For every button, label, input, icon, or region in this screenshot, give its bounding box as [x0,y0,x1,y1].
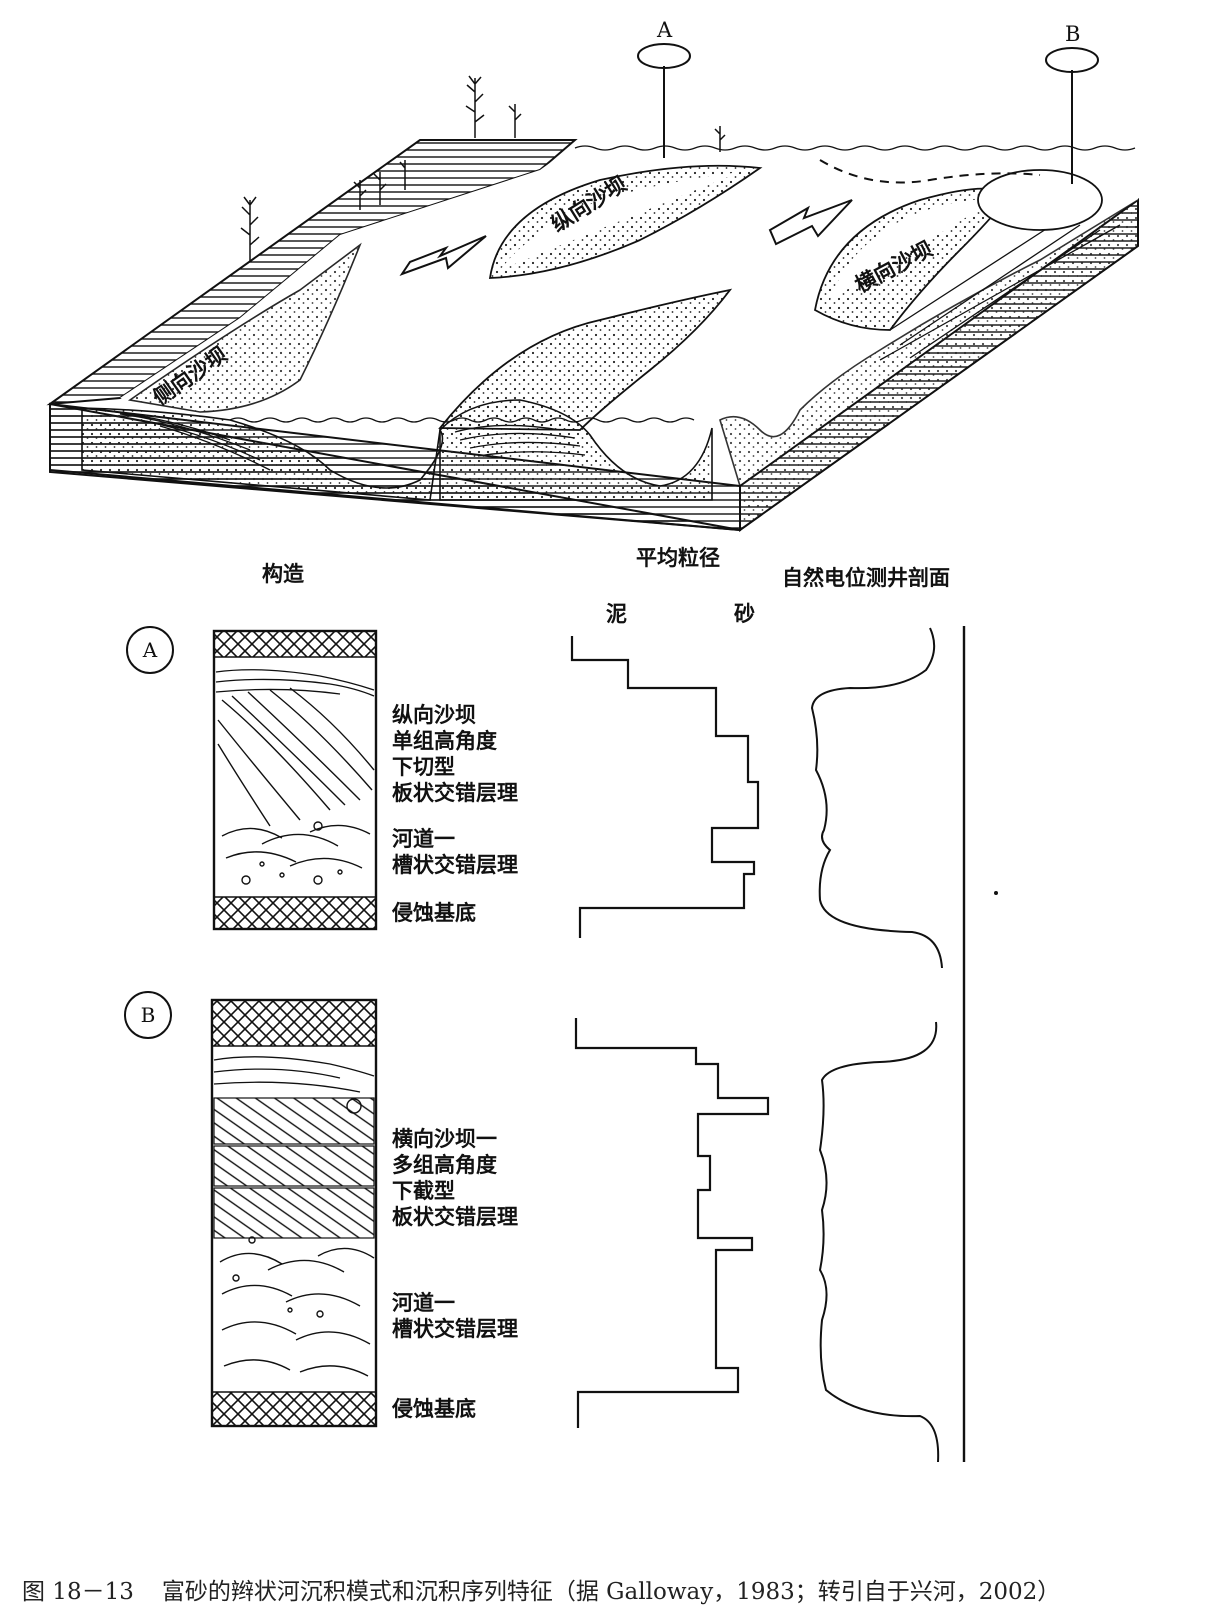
grain-size-sand-label: 砂 [734,602,755,626]
vegetation [240,75,726,262]
section-a-top-laminae [215,669,375,697]
section-b-planar-set-2 [213,1145,375,1187]
water-line-top [574,145,1136,151]
longitudinal-bar [488,164,763,279]
cross-beds-left [99,409,271,471]
section-a-pebbles [241,821,343,885]
well-a [637,43,691,158]
block-diagram [46,43,1139,532]
right-bank-beds [879,219,1121,361]
lateral-bar [127,242,362,413]
section-a-desc-line-1: 纵向沙坝 [392,703,476,727]
section-b-desc-line-1: 横向沙坝一 [392,1127,497,1151]
section-a [212,627,943,969]
section-a-channel-line-2: 槽状交错层理 [392,853,518,877]
flow-arrow-right [768,199,853,246]
section-b-base-label: 侵蚀基底 [392,1397,476,1421]
section-b-planar-set-1 [213,1097,375,1145]
section-a-channel-line-1: 河道一 [392,827,455,851]
section-b-top-laminae [213,1056,375,1093]
section-a-marker: A [126,626,174,674]
grain-size-mud-label: 泥 [606,602,627,626]
section-b-top-mud [211,999,377,1047]
section-a-planar-cross-beds [217,687,375,827]
section-a-trough-cross-beds [221,824,371,869]
section-b-desc-line-2: 多组高角度 [392,1153,497,1177]
flow-arrow-left [399,235,487,276]
section-a-column [212,629,378,931]
section-b-base [211,1391,377,1427]
figure-number: 图 18－13 [22,1579,134,1605]
section-b-planar-set-3 [213,1187,375,1239]
section-b-marker: B [124,991,172,1039]
section-a-desc-line-4: 板状交错层理 [392,781,518,805]
section-a-base-label: 侵蚀基底 [392,901,476,925]
section-b-desc-line-3: 下截型 [392,1179,455,1203]
section-b [210,998,940,1463]
figure-caption: 图 18－13 富砂的辫状河沉积模式和沉积序列特征（据 Galloway，1983… [22,1572,1060,1606]
section-a-sp-log [810,627,943,969]
grain-size-column-header: 平均粒径 [636,546,720,570]
section-a-base [213,896,377,930]
dashed-bank-line [819,159,1041,184]
section-a-desc-line-2: 单组高角度 [392,729,497,753]
section-b-channel-line-2: 槽状交错层理 [392,1317,518,1341]
section-b-channel: 河道一 槽状交错层理 [392,1290,518,1342]
section-b-desc-line-4: 板状交错层理 [392,1205,518,1229]
bar-at-well-b [977,169,1103,231]
well-b [1045,47,1099,184]
well-b-label: B [1065,22,1081,46]
section-b-sp-log [818,1021,940,1463]
section-b-trough-cross-beds [219,1247,375,1377]
section-b-grain-size-curve [574,1018,770,1428]
section-b-pebbles [232,1098,362,1318]
channel-fill-right [719,198,1139,532]
mid-channel-bar [438,288,733,431]
stray-dot [994,891,998,895]
section-a-grain-size-curve [570,636,760,938]
section-a-channel: 河道一 槽状交错层理 [392,826,518,878]
structure-column-header: 构造 [262,562,304,586]
section-b-channel-line-1: 河道一 [392,1291,455,1315]
sp-log-column-header: 自然电位测井剖面 [782,566,950,590]
figure-caption-text: 富砂的辫状河沉积模式和沉积序列特征（据 Galloway，1983；转引自于兴河… [161,1579,1061,1605]
section-a-top-mud [213,630,377,658]
channel-fill-left [81,407,444,501]
section-b-description: 横向沙坝一 多组高角度 下截型 板状交错层理 [392,1126,518,1230]
flow-arrows [399,199,853,276]
section-a-desc-line-3: 下切型 [392,755,455,779]
section-a-description: 纵向沙坝 单组高角度 下切型 板状交错层理 [392,702,518,806]
well-a-label: A [657,18,673,42]
